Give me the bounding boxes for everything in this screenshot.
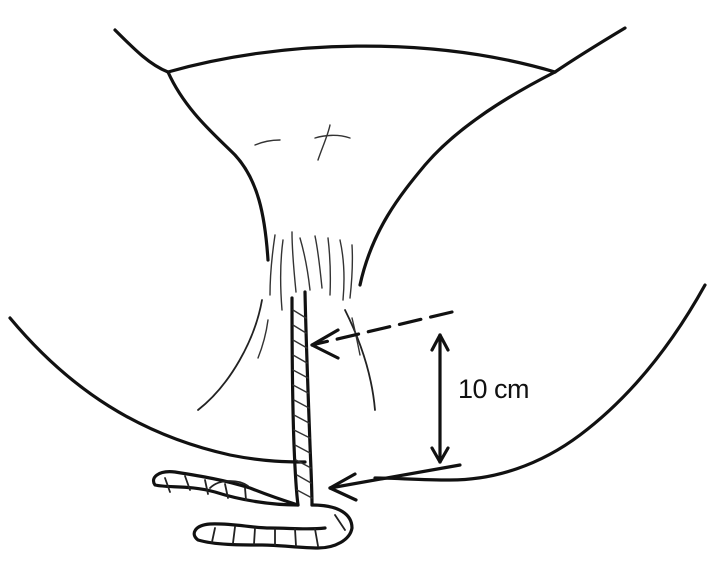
- hair-strokes: [255, 125, 360, 358]
- umbilical-cord: [292, 292, 312, 505]
- measurement-line: [432, 335, 448, 462]
- coiled-cord: [154, 472, 352, 548]
- measurement-label: 10 cm: [458, 374, 529, 404]
- left-thigh-outline: [10, 300, 305, 462]
- abdomen-outline: [115, 28, 625, 285]
- lower-marker-arrow: [330, 465, 460, 500]
